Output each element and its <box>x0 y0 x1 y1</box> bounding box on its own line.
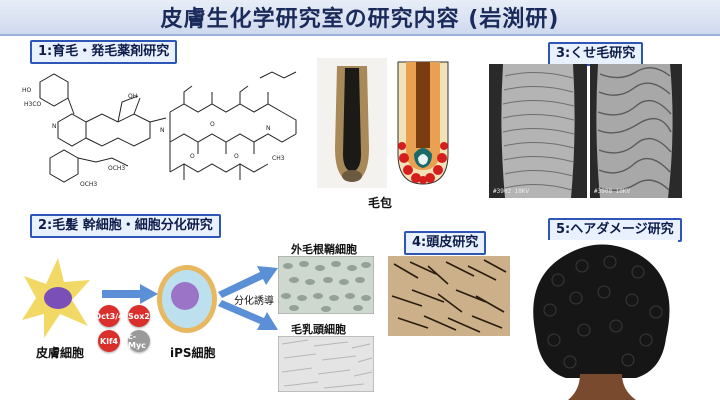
curly-hair-photo <box>524 240 678 400</box>
outer-sheath-title: 外毛根鞘細胞 <box>291 243 357 256</box>
svg-text:O: O <box>234 153 239 160</box>
svg-text:O: O <box>210 121 215 128</box>
svg-text:OH: OH <box>128 93 137 100</box>
svg-text:N: N <box>160 127 165 134</box>
chemical-structure-drawing: HO H3CO N OCH3 OCH3 OH N O N O O CH3 <box>22 71 297 188</box>
factor-klf4: Klf4 <box>98 330 120 352</box>
sem-hair-image-right: #3908 10KV <box>590 64 682 198</box>
skin-cell-illustration <box>22 258 90 338</box>
svg-text:O: O <box>190 153 195 160</box>
page-title: 皮膚生化学研究室の研究内容 (岩渕研) <box>160 7 560 32</box>
svg-text:HO: HO <box>22 87 32 94</box>
svg-text:N: N <box>52 123 57 130</box>
svg-text:OCH3: OCH3 <box>80 181 97 188</box>
papilla-cell-photo <box>278 336 374 392</box>
sem-right-code: #3908 10KV <box>594 188 631 195</box>
svg-text:N: N <box>266 125 271 132</box>
factor-sox2: Sox2 <box>128 305 150 327</box>
section-label-1: 1:育毛・発毛薬剤研究 <box>30 40 178 64</box>
ips-cell-label: iPS細胞 <box>170 346 216 360</box>
ips-cell-illustration <box>157 265 217 333</box>
differentiation-label: 分化誘導 <box>234 296 274 307</box>
section-label-2: 2:毛髪 幹細胞・細胞分化研究 <box>30 214 221 238</box>
svg-text:H3CO: H3CO <box>24 101 42 108</box>
scalp-photo <box>388 256 510 336</box>
factor-oct34: Oct3/4 <box>94 305 124 327</box>
arrows-differentiation <box>218 266 278 330</box>
svg-text:CH3: CH3 <box>272 155 285 162</box>
outer-sheath-cell-photo <box>278 256 374 314</box>
section-label-5: 5:ヘアダメージ研究 <box>548 218 682 242</box>
section-label-3: 3:くせ毛研究 <box>548 42 644 66</box>
sem-hair-image-left: #3902 10KV <box>489 64 587 198</box>
skin-cell-label: 皮膚細胞 <box>36 346 85 360</box>
arrow-skin-to-ips <box>102 284 158 304</box>
header-banner: 皮膚生化学研究室の研究内容 (岩渕研) <box>0 0 720 36</box>
factor-cmyc: c-Myc <box>128 330 150 352</box>
hair-follicle-photo <box>317 58 387 188</box>
hair-follicle-caption: 毛包 <box>368 196 393 210</box>
sem-left-code: #3902 10KV <box>493 188 530 195</box>
hair-follicle-diagram <box>392 58 454 188</box>
section-label-4: 4:頭皮研究 <box>404 231 487 255</box>
svg-text:OCH3: OCH3 <box>108 165 125 172</box>
papilla-title: 毛乳頭細胞 <box>291 323 346 336</box>
